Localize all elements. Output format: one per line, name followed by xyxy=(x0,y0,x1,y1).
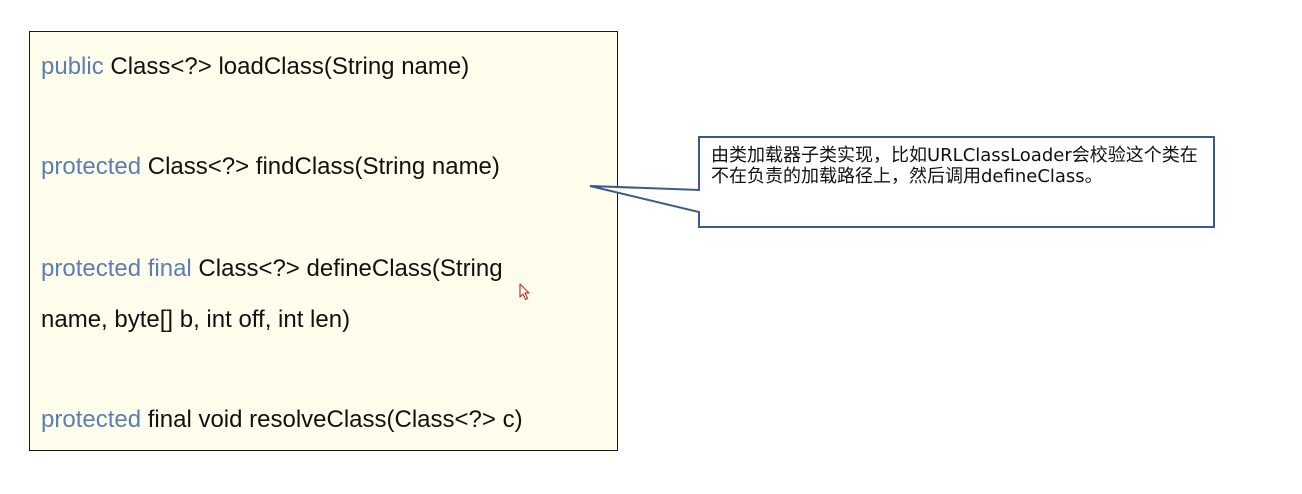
keyword: protected final xyxy=(41,255,192,282)
code-line-defineclass: protected final Class<?> defineClass(Str… xyxy=(41,255,503,283)
code-box: public Class<?> loadClass(String name) p… xyxy=(29,31,618,451)
signature: Class<?> findClass(String name) xyxy=(141,153,500,180)
signature: Class<?> defineClass(String xyxy=(191,255,503,282)
mouse-pointer-icon xyxy=(519,283,530,301)
signature: final void resolveClass(Class<?> c) xyxy=(141,406,523,433)
code-line-resolveclass: protected final void resolveClass(Class<… xyxy=(41,406,523,434)
keyword: protected xyxy=(41,406,142,433)
keyword: protected xyxy=(41,153,142,180)
code-line-defineclass-continuation: name, byte[] b, int off, int len) xyxy=(41,306,350,334)
signature: Class<?> loadClass(String name) xyxy=(103,53,470,80)
keyword: public xyxy=(41,53,104,80)
code-line-findclass: protected Class<?> findClass(String name… xyxy=(41,153,500,181)
code-line-loadclass: public Class<?> loadClass(String name) xyxy=(41,53,469,81)
signature-continuation: name, byte[] b, int off, int len) xyxy=(41,306,351,333)
callout-text: 由类加载器子类实现，比如URLClassLoader会校验这个类在不在负责的加载… xyxy=(711,145,1198,187)
